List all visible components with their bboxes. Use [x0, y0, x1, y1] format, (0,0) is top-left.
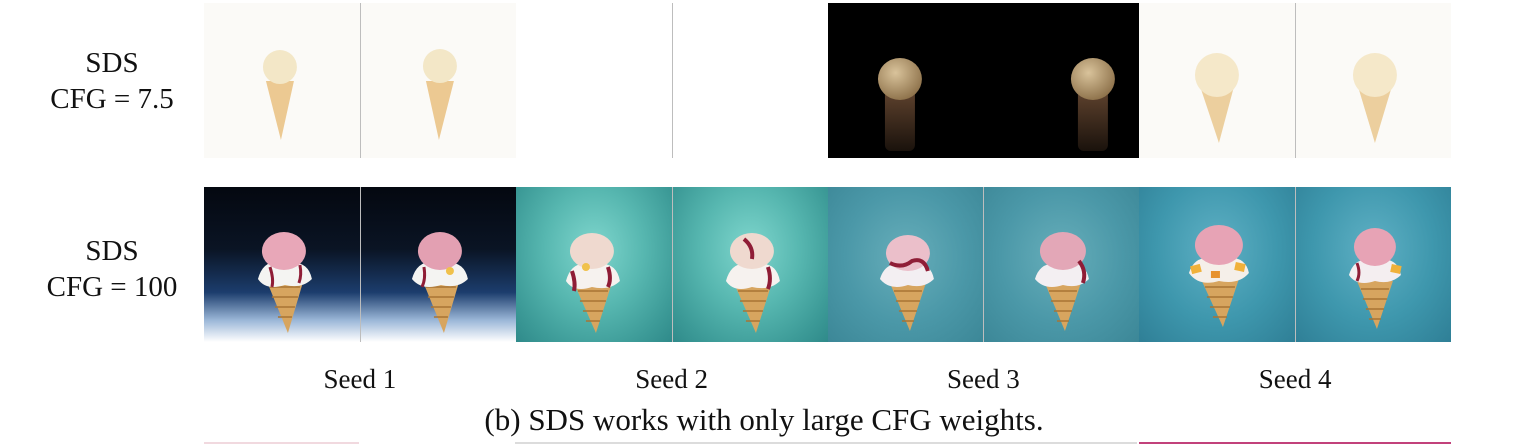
image-strip-cfg-7-5	[204, 3, 1451, 158]
row-method-label: SDS	[85, 235, 139, 267]
pale-ice-cream-cone-image	[1195, 53, 1240, 143]
image-pair-seed-2	[515, 3, 828, 158]
image-strip-cfg-100	[204, 187, 1451, 342]
detailed-ice-cream-cone-image	[1189, 225, 1250, 327]
view-divider	[671, 3, 673, 158]
image-pair-seed-1	[204, 187, 516, 342]
row-label-cfg-100: SDS CFG = 100	[12, 233, 212, 305]
pale-ice-cream-cone-image	[422, 49, 457, 140]
pale-ice-cream-cone-image	[1353, 53, 1398, 143]
detailed-ice-cream-cone-image	[1349, 228, 1402, 329]
render-view	[515, 187, 672, 342]
render-view	[204, 187, 360, 342]
image-pair-seed-4	[1139, 187, 1451, 342]
detailed-ice-cream-cone-image	[257, 232, 312, 333]
view-divider	[1295, 187, 1297, 342]
view-divider	[1295, 3, 1297, 158]
render-view	[1295, 187, 1451, 342]
render-view	[983, 187, 1140, 342]
detailed-ice-cream-cone-image	[725, 233, 780, 333]
dark-ice-cream-cone-image	[1071, 58, 1116, 151]
row-setting-label: CFG = 100	[46, 271, 178, 303]
detailed-ice-cream-cone-image	[1035, 232, 1090, 331]
render-view	[1295, 3, 1451, 158]
view-divider	[359, 3, 361, 158]
render-view	[983, 3, 1140, 158]
image-pair-seed-1	[204, 3, 516, 158]
render-view	[827, 187, 984, 342]
render-view	[1139, 3, 1296, 158]
render-view	[359, 3, 516, 158]
image-pair-seed-3	[827, 187, 1140, 342]
row-label-cfg-7-5: SDS CFG = 7.5	[12, 45, 212, 117]
pale-ice-cream-cone-image	[262, 50, 297, 140]
cropped-image-edge	[515, 442, 1137, 444]
image-pair-seed-3	[827, 3, 1140, 158]
view-divider	[983, 187, 985, 342]
cropped-image-edge	[1139, 442, 1451, 444]
view-divider	[671, 187, 673, 342]
image-pair-seed-2	[515, 187, 828, 342]
render-view	[1139, 187, 1296, 342]
render-view	[359, 187, 516, 342]
render-view	[671, 187, 828, 342]
render-view	[204, 3, 360, 158]
row-method-label: SDS	[85, 47, 139, 79]
image-pair-seed-4	[1139, 3, 1451, 158]
dark-ice-cream-cone-image	[877, 58, 922, 151]
row-setting-label: CFG = 7.5	[50, 83, 174, 115]
seed-label-4: Seed 4	[1258, 364, 1332, 394]
render-view	[827, 3, 984, 158]
view-divider	[359, 187, 361, 342]
seed-label-2: Seed 2	[635, 364, 708, 394]
detailed-ice-cream-cone-image	[411, 232, 468, 333]
seed-label-3: Seed 3	[947, 364, 1020, 394]
detailed-ice-cream-cone-image	[565, 233, 620, 333]
figure-caption: (b) SDS works with only large CFG weight…	[484, 402, 1044, 437]
render-view-empty	[671, 3, 828, 158]
cropped-image-edge	[204, 442, 359, 444]
seed-label-1: Seed 1	[323, 364, 397, 394]
detailed-ice-cream-cone-image	[879, 235, 934, 331]
render-view-empty	[515, 3, 672, 158]
